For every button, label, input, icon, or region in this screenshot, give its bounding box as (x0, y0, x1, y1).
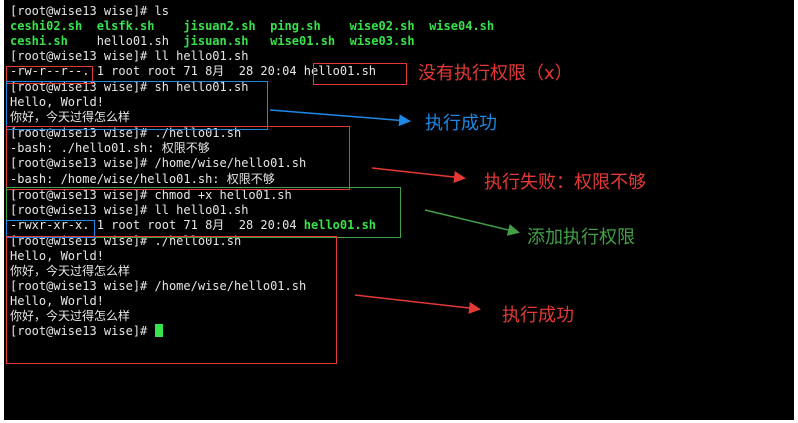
terminal-line: [root@wise13 wise]# /home/wise/hello01.s… (10, 279, 307, 293)
ll-output-row: -rwxr-xr-x. 1 root root 71 8月 28 20:04 h… (10, 218, 376, 233)
terminal-line: [root@wise13 wise]# /home/wise/hello01.s… (10, 156, 307, 170)
file-name: wise02.sh (349, 19, 415, 33)
note-exec-success: 执行成功 (425, 113, 497, 134)
permission-string: -rw-r--r--. (10, 64, 90, 78)
prompt-line[interactable]: [root@wise13 wise]# (10, 324, 163, 339)
file-details: 1 root root 71 8月 28 20:04 (89, 64, 304, 78)
file-name: ceshi.sh (10, 34, 68, 48)
note-exec-success: 执行成功 (502, 305, 574, 326)
text-cursor (154, 324, 163, 337)
shell-prompt: [root@wise13 wise]# (10, 324, 155, 338)
file-name: wise03.sh (349, 34, 415, 48)
file-name-plain: hello01.sh (303, 64, 377, 78)
terminal-line: Hello, World! (10, 95, 104, 109)
terminal-line: Hello, World! (10, 249, 104, 263)
terminal-line: [root@wise13 wise]# ls (10, 4, 169, 18)
file-name: wise01.sh (270, 34, 336, 48)
file-name: jisuan2.sh (183, 19, 256, 33)
ls-output-row-1: ceshi02.sh elsfk.sh jisuan2.sh ping.sh w… (10, 19, 494, 34)
note-exec-fail: 执行失败：权限不够 (484, 172, 646, 193)
file-name: elsfk.sh (96, 19, 155, 33)
note-add-exec: 添加执行权限 (527, 227, 635, 248)
file-details: 1 root root 71 8月 28 20:04 (89, 218, 304, 232)
arrow-red (354, 294, 481, 314)
ll-output-row: -rw-r--r--. 1 root root 71 8月 28 20:04 h… (10, 64, 376, 79)
terminal-line: 你好，今天过得怎么样 (10, 264, 131, 278)
file-name-plain: hello01.sh (96, 34, 169, 48)
file-name: jisuan.sh (183, 34, 249, 48)
arrow-blue (269, 109, 411, 127)
file-name: ping.sh (270, 19, 321, 33)
note-no-exec-permission: 没有执行权限（x） (418, 63, 573, 84)
terminal-window[interactable]: [root@wise13 wise]# ls ceshi02.sh elsfk.… (4, 0, 794, 420)
terminal-line: -bash: /home/wise/hello01.sh: 权限不够 (10, 172, 275, 186)
terminal-line: -bash: ./hello01.sh: 权限不够 (10, 141, 210, 155)
ls-output-row-2: ceshi.sh hello01.sh jisuan.sh wise01.sh … (10, 34, 415, 49)
terminal-line: [root@wise13 wise]# chmod +x hello01.sh (10, 188, 292, 202)
arrow-green (424, 209, 520, 236)
terminal-line: 你好，今天过得怎么样 (10, 110, 131, 124)
terminal-line: [root@wise13 wise]# ll hello01.sh (10, 203, 249, 217)
file-name: wise04.sh (429, 19, 495, 33)
terminal-line: 你好，今天过得怎么样 (10, 309, 131, 323)
terminal-line: [root@wise13 wise]# ll hello01.sh (10, 49, 249, 63)
file-name: ceshi02.sh (10, 19, 83, 33)
terminal-line: Hello, World! (10, 294, 104, 308)
permission-string: -rwxr-xr-x. (10, 218, 90, 232)
file-name: hello01.sh (303, 218, 377, 232)
arrow-red (371, 167, 466, 183)
